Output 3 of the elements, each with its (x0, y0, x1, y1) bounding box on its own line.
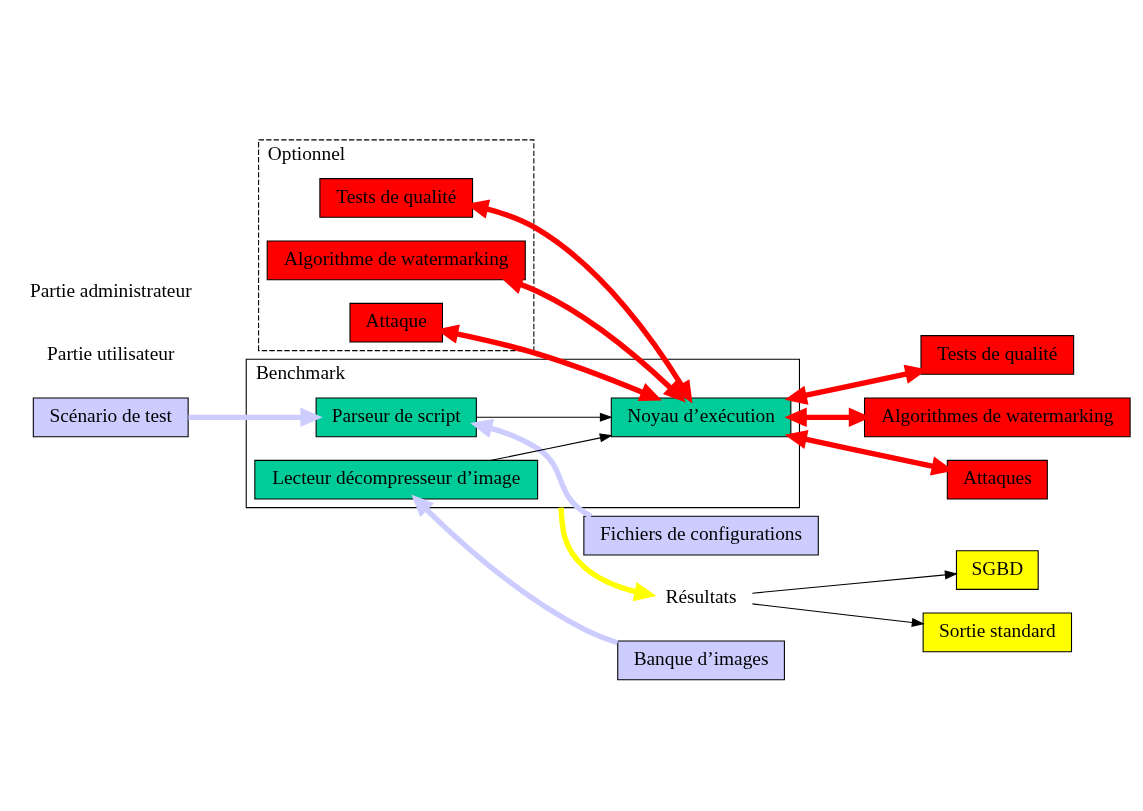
node-text: Résultats (665, 585, 737, 607)
label: Partie utilisateur (47, 342, 175, 364)
label: Partie administrateur (29, 280, 192, 302)
